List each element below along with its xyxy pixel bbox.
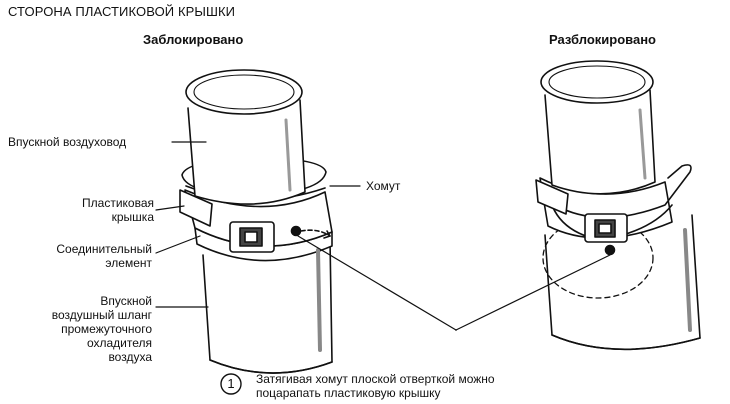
note-line-2: поцарапать пластиковую крышку (256, 386, 441, 400)
right-intake-duct (544, 89, 656, 195)
note-number: 1 (227, 376, 235, 391)
state-unlocked: Разблокировано (549, 32, 656, 47)
label-connector-2: элемент (105, 256, 152, 270)
left-assembly (179, 69, 333, 374)
label-intake-duct: Впускной воздуховод (8, 135, 127, 149)
left-clamp-tab (179, 189, 213, 227)
left-intake-duct (187, 99, 306, 205)
right-assembly (535, 60, 701, 351)
right-clamp-ring (554, 164, 692, 219)
note-number-circle (220, 373, 242, 395)
label-hose-5: воздуха (108, 350, 152, 364)
label-hose-1: Впускной (100, 294, 152, 308)
label-clamp: Хомут (366, 179, 401, 193)
label-connector-1: Соединительный (56, 242, 152, 256)
heading: СТОРОНА ПЛАСТИКОВОЙ КРЫШКИ (8, 4, 236, 19)
state-locked: Заблокировано (143, 32, 244, 47)
label-plastic-cover-1: Пластиковая (82, 196, 154, 210)
label-plastic-cover-2: крышка (111, 210, 154, 224)
label-hose-2: воздушный шланг (51, 308, 152, 322)
label-hose-3: промежуточного (61, 322, 152, 336)
label-hose-4: охладителя (86, 336, 152, 350)
note-line-1: Затягивая хомут плоской отверткой можно (256, 372, 495, 386)
